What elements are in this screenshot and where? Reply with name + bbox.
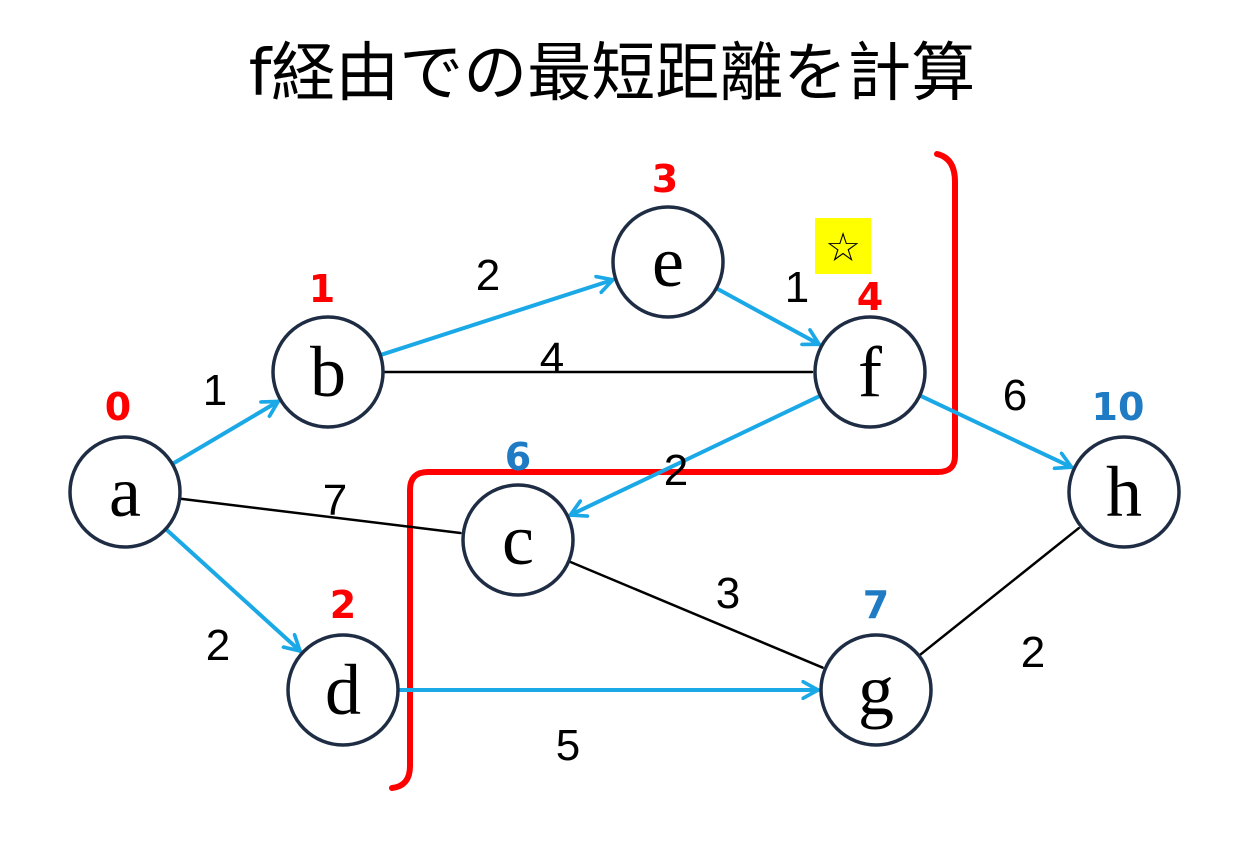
edge-f-c [568,393,823,515]
node-b: b [271,315,385,429]
node-label-e: e [652,222,684,302]
edge-a-c [178,497,462,535]
edge-weight-f-h: 6 [1003,371,1027,420]
node-circle-e [611,205,725,319]
nodes-layer: a b c d e f g h [68,205,1181,747]
node-circle-d [286,633,400,747]
edge-a-b [170,399,281,467]
node-h: h [1067,435,1181,549]
edge-c-g [567,560,824,669]
star-highlight [815,218,871,274]
node-circle-c [461,483,575,597]
node-label-a: a [109,452,141,532]
edge-weight-a-c: 7 [323,476,347,525]
node-c: c [461,483,575,597]
node-circle-a [68,435,182,549]
star-outline-icon: ☆ [825,225,861,271]
edge-weight-c-g: 3 [716,569,740,618]
node-label-h: h [1106,452,1142,532]
distance-label-c: 6 [505,435,531,479]
edge-weight-b-e: 2 [476,251,500,300]
node-circle-b [271,315,385,429]
edge-f-h [917,393,1074,467]
node-g: g [819,633,933,747]
node-label-f: f [858,332,882,412]
edge-weight-a-b: 1 [203,366,227,415]
edge-weight-d-g: 5 [556,721,580,770]
distance-label-h: 10 [1092,385,1145,429]
node-e: e [611,205,725,319]
edge-weight-g-h: 2 [1021,628,1045,677]
distance-label-e: 3 [652,157,678,201]
star-marker: ☆ [815,218,871,274]
edge-weight-a-d: 2 [206,621,230,670]
node-label-b: b [310,332,346,412]
edge-weight-f-c: 2 [664,446,688,495]
edge-a-d [163,526,303,654]
page-title: f経由での最短距離を計算 [249,37,976,111]
node-a: a [68,435,182,549]
edge-g-h [917,526,1080,657]
edge-e-f [714,286,822,347]
edge-weight-b-f: 4 [540,334,564,383]
node-label-g: g [858,650,894,730]
node-d: d [286,633,400,747]
visited-boundary-line [389,151,958,791]
distance-label-g: 7 [863,583,889,627]
distance-label-d: 2 [330,583,356,627]
node-label-c: c [502,500,534,580]
distance-label-f: 4 [857,275,883,319]
distance-label-a: 0 [105,385,131,429]
node-circle-f [813,315,927,429]
node-label-d: d [325,650,361,730]
edge-b-e [378,280,615,358]
edges-layer [163,280,1080,690]
node-f: f [813,315,927,429]
node-circle-h [1067,435,1181,549]
edge-weight-e-f: 1 [785,263,809,312]
distance-label-b: 1 [309,267,335,311]
node-circle-g [819,633,933,747]
distance-labels-layer: 0 1 6 2 3 4 7 10 [105,157,1145,627]
